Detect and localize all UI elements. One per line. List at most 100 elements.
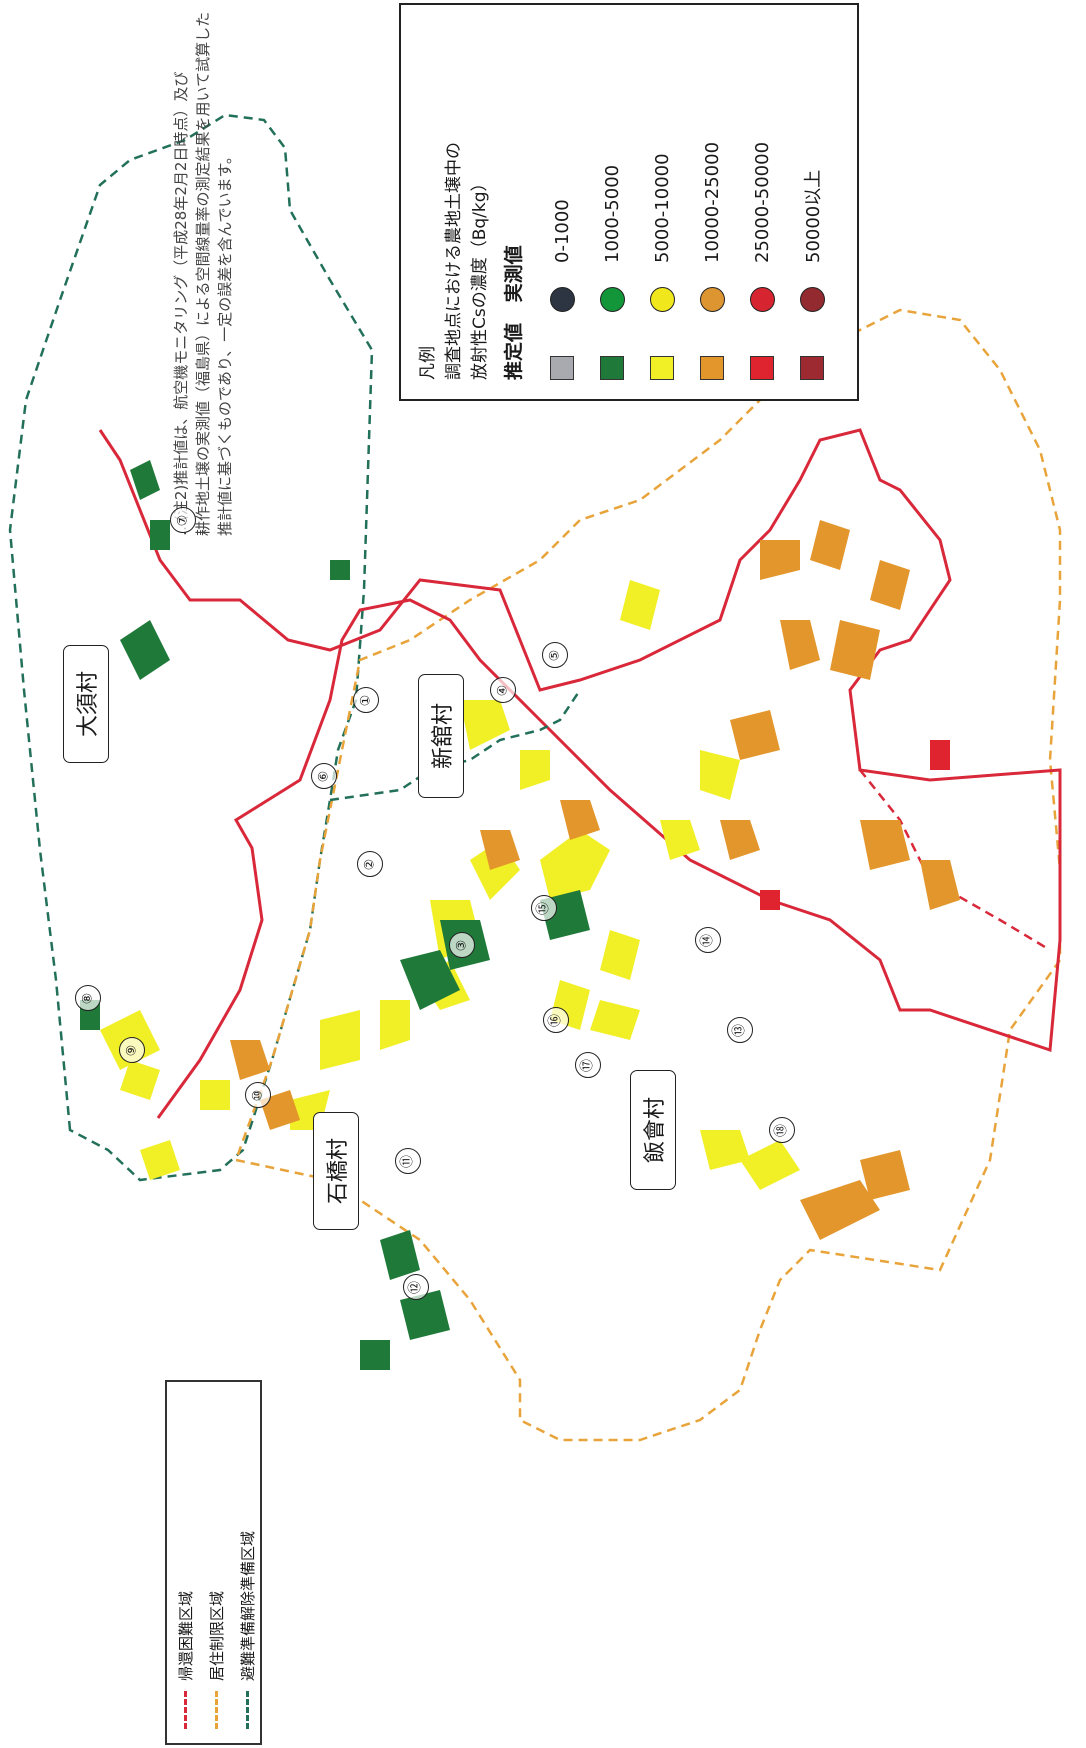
- patches-yellow: [100, 580, 800, 1190]
- cs-legend-title-line-2: 調査地点における農地土壌中の: [444, 142, 464, 380]
- notes-line-2: 耕作地土壌の実測値（福島県）による空間線量率の測定結果を用いて試算した: [194, 11, 212, 536]
- survey-point-number: ⑯: [548, 1013, 564, 1027]
- village-name-iitoku: 飯會村: [643, 1096, 669, 1164]
- zone-legend: 帰還困難区域居住制限区域避難準備解除準備区域: [165, 1380, 262, 1745]
- cs-legend-title-line-1: 凡例: [418, 346, 438, 380]
- survey-point-number: ⑱: [774, 1123, 790, 1137]
- cs-legend-row: 5000-10000: [637, 142, 687, 380]
- survey-point-number: ⑫: [408, 1280, 424, 1294]
- survey-point-number: ⑪: [400, 1154, 416, 1168]
- notes-line-1: …(注2)推計値は、航空機モニタリング（平成28年2月2日時点）及び: [172, 71, 190, 536]
- boundary-evacuation-zone-east: [329, 689, 582, 802]
- survey-point-number: ⑧: [80, 992, 96, 1004]
- zone-legend-rows: 帰還困難区域居住制限区域避難準備解除準備区域: [168, 1383, 260, 1743]
- survey-point: ①: [353, 687, 379, 713]
- survey-point: ⑯: [543, 1007, 569, 1033]
- survey-point-number: ①: [358, 694, 374, 706]
- estimated-swatch: [600, 356, 624, 380]
- survey-point: ②: [357, 851, 383, 877]
- cs-range-label: 5000-10000: [651, 153, 673, 263]
- survey-point: ⑰: [575, 1052, 601, 1078]
- cs-range-label: 50000以上: [803, 169, 824, 263]
- zone-label: 居住制限区域: [207, 1590, 226, 1681]
- notes-line-3: 推計値に基づくものであり、一定の誤差を含んでいます。: [216, 148, 234, 536]
- village-label-ishibashi: 石橋村: [313, 1112, 359, 1230]
- cs-legend-header: 推定値 実測値: [499, 245, 526, 380]
- measured-swatch: [799, 287, 825, 312]
- cs-legend-row: 1000-5000: [587, 142, 637, 380]
- boundary-evacuation-zone: [8, 113, 374, 1182]
- survey-point: ④: [490, 677, 516, 703]
- cs-legend-title-line-3: 放射性Csの濃度（Bq/kg）: [470, 174, 490, 380]
- village-name-osu: 大須村: [76, 670, 102, 738]
- cs-legend-title: 凡例 調査地点における農地土壌中の 放射性Csの濃度（Bq/kg）: [415, 142, 493, 380]
- survey-point-number: ⑩: [250, 1089, 266, 1101]
- measured-swatch: [549, 287, 575, 312]
- survey-point-number: ⑨: [124, 1044, 140, 1056]
- col-estimated: 推定値: [503, 322, 525, 380]
- boundary-difficult-return-dashed: [859, 769, 1051, 952]
- village-name-ishibashi: 石橋村: [326, 1137, 352, 1205]
- estimated-swatch: [750, 356, 774, 380]
- measured-swatch: [649, 287, 675, 312]
- survey-point-number: ⑥: [316, 770, 332, 782]
- cs-legend-row: 10000-25000: [687, 142, 737, 380]
- boundary-difficult-return: [98, 428, 1062, 1119]
- estimated-swatch: [800, 356, 824, 380]
- cs-legend-rows: 0-1000 1000-5000 5000-10000 10000-25000 2500…: [537, 142, 837, 380]
- survey-point-number: ③: [454, 939, 470, 951]
- zone-line-swatch: [214, 1690, 218, 1729]
- measured-swatch: [749, 287, 775, 312]
- survey-point: ⑪: [395, 1148, 421, 1174]
- survey-point: ⑧: [75, 985, 101, 1011]
- zone-legend-row: 居住制限区域: [203, 1383, 230, 1743]
- survey-point: ⑩: [245, 1082, 271, 1108]
- survey-point: ⑨: [119, 1037, 145, 1063]
- estimated-swatch: [550, 356, 574, 380]
- cs-range-label: 25000-50000: [751, 141, 773, 263]
- village-label-osu: 大須村: [63, 645, 109, 763]
- survey-point: ⑭: [695, 927, 721, 953]
- village-label-niidate: 新舘村: [418, 674, 464, 798]
- survey-point-number: ⑭: [700, 933, 716, 947]
- patches-red: [760, 740, 950, 910]
- zone-line-swatch: [183, 1690, 187, 1729]
- zone-label: 避難準備解除準備区域: [238, 1530, 257, 1681]
- cs-legend-row: 0-1000: [537, 142, 587, 380]
- survey-point: ⑤: [542, 642, 568, 668]
- patches-green: [80, 460, 590, 1370]
- estimated-swatch: [700, 356, 724, 380]
- boundary-residence-restriction: [234, 308, 1062, 1442]
- survey-point: ⑮: [531, 895, 557, 921]
- survey-point-number: ⑬: [732, 1023, 748, 1037]
- cs-range-label: 1000-5000: [601, 164, 623, 263]
- survey-point-number: ②: [362, 858, 378, 870]
- notes: …(注2)推計値は、航空機モニタリング（平成28年2月2日時点）及び 耕作地土壌…: [170, 11, 262, 536]
- patches-orange: [230, 520, 960, 1240]
- survey-point: ⑫: [403, 1274, 429, 1300]
- cs-range-label: 0-1000: [551, 199, 573, 263]
- survey-point-number: ⑦: [175, 514, 191, 526]
- survey-point: ⑥: [311, 763, 337, 789]
- measured-swatch: [699, 287, 725, 312]
- survey-point-number: ⑤: [547, 649, 563, 661]
- survey-point-number: ⑰: [580, 1058, 596, 1072]
- zone-legend-row: 避難準備解除準備区域: [234, 1383, 261, 1743]
- survey-point: ⑬: [727, 1017, 753, 1043]
- survey-point: ⑱: [769, 1117, 795, 1143]
- cs-legend-row: 50000以上: [787, 142, 837, 380]
- cs-legend: 凡例 調査地点における農地土壌中の 放射性Csの濃度（Bq/kg） 推定値 実測…: [399, 3, 859, 401]
- col-measured: 実測値: [503, 245, 525, 303]
- zone-legend-row: 帰還困難区域: [172, 1383, 199, 1743]
- survey-point: ⑦: [170, 507, 196, 533]
- survey-point-number: ⑮: [536, 901, 552, 915]
- zone-label: 帰還困難区域: [176, 1590, 195, 1681]
- village-name-niidate: 新舘村: [431, 702, 457, 770]
- survey-point: ③: [449, 932, 475, 958]
- estimated-swatch: [650, 356, 674, 380]
- measured-swatch: [599, 287, 625, 312]
- village-label-iitoku: 飯會村: [630, 1070, 676, 1190]
- zone-line-swatch: [245, 1690, 249, 1729]
- survey-point-number: ④: [495, 684, 511, 696]
